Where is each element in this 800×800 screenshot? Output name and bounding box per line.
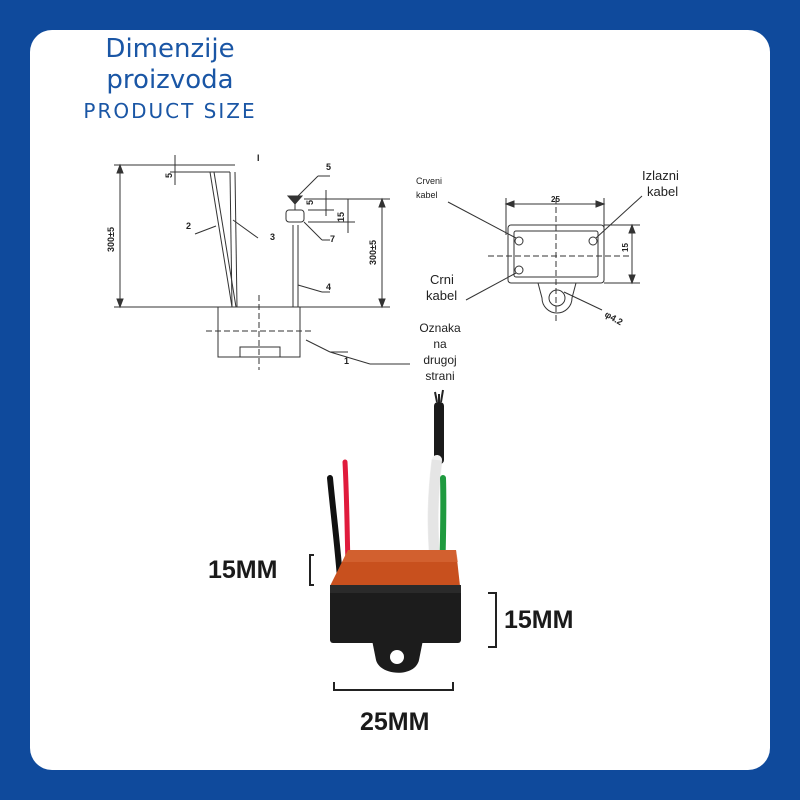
note-line-3: drugoj: [423, 353, 456, 367]
output-cable-sheath: [434, 402, 444, 464]
wire-2: [209, 171, 233, 308]
title-line-2: proizvoda: [106, 65, 234, 95]
hole-black: [514, 265, 524, 275]
dim-15-top-label: 15: [621, 243, 630, 252]
photo-dim-width: 25MM: [360, 708, 429, 736]
dim-5-right-label: 5: [305, 200, 315, 205]
hole-output: [588, 236, 598, 246]
leader-7: [303, 221, 323, 241]
mount-hole: [548, 289, 566, 307]
black-wire: [327, 475, 343, 581]
cable-strands: [434, 389, 444, 403]
leader-output: [595, 195, 643, 239]
leader-black: [465, 272, 517, 301]
title-block: Dimenzije proizvoda PRODUCT SIZE: [60, 34, 280, 124]
arrow: [628, 274, 636, 285]
label-red-2: kabel: [416, 190, 438, 200]
side-view-labels: 300±5 300±5 5 5 15 I 1 2 3 4 5 7: [106, 153, 378, 366]
capacitor-body: [330, 585, 461, 643]
technical-drawing: 300±5 300±5 5 5 15 I 1 2 3 4 5 7: [106, 153, 679, 736]
top-view-labels: 25 15 φ4.2 Crveni kabel Izlazni kabel Cr…: [416, 168, 679, 327]
label-black-1: Crni: [430, 272, 454, 287]
note-line-4: strani: [425, 369, 454, 383]
dim-25-label: 25: [551, 195, 560, 204]
note-line-1: Oznaka: [419, 321, 461, 335]
label-output-1: Izlazni: [642, 168, 679, 183]
dim-15-label: 15: [336, 212, 346, 222]
leader-2: [194, 225, 217, 235]
product-photo: [309, 389, 497, 691]
marking-note: Oznaka na drugoj strani: [419, 321, 461, 383]
arrow: [378, 197, 386, 208]
leader-red: [447, 201, 517, 239]
marking-plate: [239, 346, 281, 358]
wire-3: [229, 171, 233, 308]
arrow: [595, 200, 606, 208]
dim-hole-label: φ4.2: [603, 309, 624, 327]
resin-highlight: [342, 550, 458, 562]
dim-right-label: 300±5: [368, 240, 378, 265]
mark-3: 3: [270, 232, 275, 242]
top-mark: I: [257, 153, 260, 163]
dim-left-label: 300±5: [106, 227, 116, 252]
arrow: [378, 298, 386, 309]
arrow: [116, 163, 124, 174]
photo-dim-side-height: 15MM: [504, 606, 573, 634]
title-line-1: Dimenzije: [105, 34, 235, 64]
leader-5: [297, 175, 319, 197]
red-wire: [342, 459, 351, 568]
bracket-width-25: [333, 682, 454, 691]
connector-7: [285, 209, 305, 223]
side-view: [114, 155, 410, 370]
mark-1: 1: [344, 356, 349, 366]
arrow: [504, 200, 515, 208]
dim-5-left-label: 5: [164, 173, 174, 178]
leader-3: [232, 219, 259, 239]
top-view: [447, 195, 643, 322]
body-edge: [330, 585, 461, 593]
bracket-top-15: [309, 554, 314, 586]
wire-3-edge: [234, 171, 238, 308]
mark-4: 4: [326, 282, 331, 292]
hole-leader: [563, 291, 603, 311]
mark-7: 7: [330, 234, 335, 244]
arrow: [628, 223, 636, 234]
photo-dim-top-height: 15MM: [208, 556, 277, 584]
label-black-2: kabel: [426, 288, 457, 303]
label-red-1: Crveni: [416, 176, 442, 186]
wire-2-edge: [213, 171, 237, 308]
product-size-subtitle: PRODUCT SIZE: [83, 99, 257, 123]
content-card: Dimenzije proizvoda PRODUCT SIZE: [30, 30, 770, 770]
note-line-2: na: [433, 337, 447, 351]
mark-2: 2: [186, 221, 191, 231]
leader-1: [305, 339, 331, 353]
arrow: [116, 298, 124, 309]
hole-red: [514, 236, 524, 246]
photo-mount-hole: [390, 650, 404, 664]
bracket-side-15: [488, 592, 497, 648]
photo-dimension-labels: 15MM 15MM 25MM: [208, 556, 573, 736]
leader-note: [329, 351, 371, 365]
mount-tab: [537, 282, 577, 314]
label-output-2: kabel: [647, 184, 678, 199]
leader-4: [297, 284, 323, 293]
mark-5: 5: [326, 162, 331, 172]
terminal-5: [286, 195, 304, 205]
